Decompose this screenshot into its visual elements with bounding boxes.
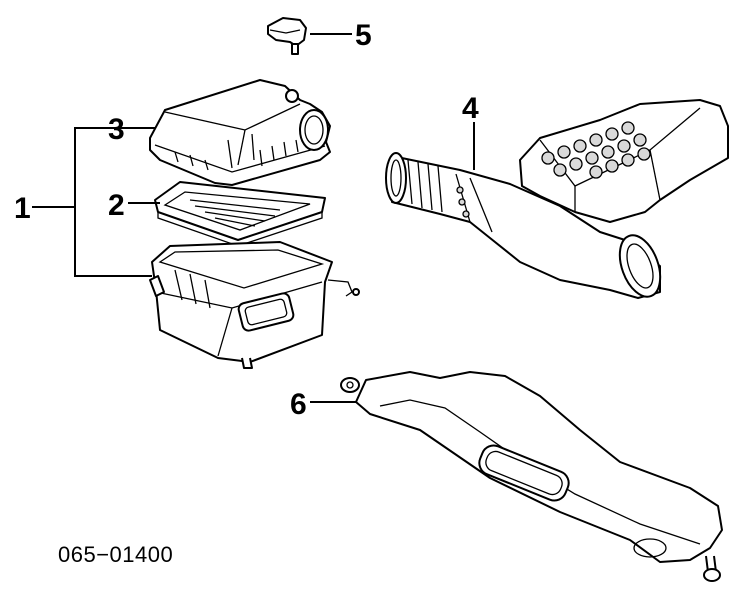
callout-4: 4 bbox=[462, 92, 479, 125]
part-1-cleaner-case bbox=[149, 241, 360, 369]
part-4-intake-hose bbox=[385, 99, 729, 299]
callout-2: 2 bbox=[108, 189, 125, 222]
callout-1: 1 bbox=[14, 192, 31, 225]
callout-6: 6 bbox=[290, 388, 307, 421]
part-5-sensor bbox=[267, 17, 307, 55]
diagram-code: 065−01400 bbox=[58, 542, 173, 567]
part-3-cleaner-cap bbox=[149, 79, 331, 186]
part-6-air-duct bbox=[340, 371, 723, 582]
callout-5: 5 bbox=[355, 19, 372, 52]
part-2-filter-element bbox=[154, 181, 326, 247]
bracket-part-1 bbox=[74, 127, 155, 277]
callout-3: 3 bbox=[108, 113, 125, 146]
leader-lines bbox=[32, 33, 475, 403]
